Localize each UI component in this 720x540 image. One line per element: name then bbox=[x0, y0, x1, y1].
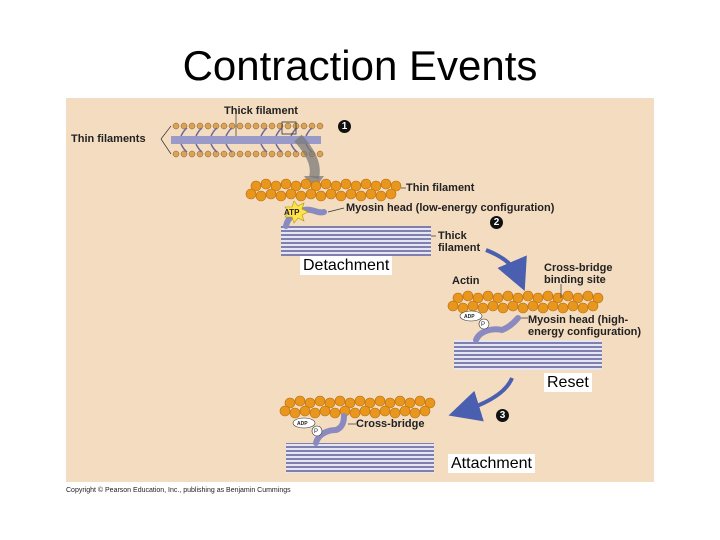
copyright-notice: Copyright © Pearson Education, Inc., pub… bbox=[66, 487, 291, 494]
crossbridge-site-label-b: binding site bbox=[544, 274, 606, 286]
thick-filament-label-b: filament bbox=[438, 242, 481, 254]
figure-art: ATP ADP P bbox=[160, 114, 604, 473]
stage-reset-art: ADP P bbox=[447, 284, 604, 370]
attachment-caption: Attachment bbox=[448, 454, 535, 473]
adp-label-reset: ADP bbox=[464, 314, 475, 320]
step-3-badge: 3 bbox=[496, 409, 509, 422]
reset-caption: Reset bbox=[544, 373, 592, 392]
step-1-badge: 1 bbox=[338, 120, 351, 133]
thick-filament-label-a: Thick bbox=[438, 230, 467, 242]
myosin-low-energy-label: Myosin head (low-energy configuration) bbox=[346, 202, 555, 214]
actin-label: Actin bbox=[452, 275, 480, 287]
thin-filament-label: Thin filament bbox=[406, 182, 475, 194]
slide-title: Contraction Events bbox=[182, 42, 538, 89]
adp-label-attach: ADP bbox=[297, 421, 308, 427]
detachment-caption: Detachment bbox=[300, 256, 393, 275]
contraction-figure: ATP ADP P bbox=[66, 98, 654, 482]
step-2-badge: 2 bbox=[490, 216, 503, 229]
sarcomere-schematic bbox=[160, 114, 324, 158]
thin-filaments-label: Thin filaments bbox=[71, 133, 146, 145]
stage-attachment-art: ADP P bbox=[279, 395, 436, 473]
atp-label: ATP bbox=[284, 208, 300, 217]
pi-label-attach: P bbox=[314, 429, 318, 435]
thick-filament-top-label: Thick filament bbox=[224, 105, 298, 117]
myosin-high-energy-label-a: Myosin head (high- bbox=[528, 314, 629, 326]
myosin-high-energy-label-b: energy configuration) bbox=[528, 326, 642, 338]
stage-detachment-art: ATP bbox=[245, 178, 436, 256]
crossbridge-label: Cross-bridge bbox=[356, 418, 425, 430]
crossbridge-site-label-a: Cross-bridge bbox=[544, 262, 613, 274]
pi-label-reset: P bbox=[481, 322, 485, 328]
